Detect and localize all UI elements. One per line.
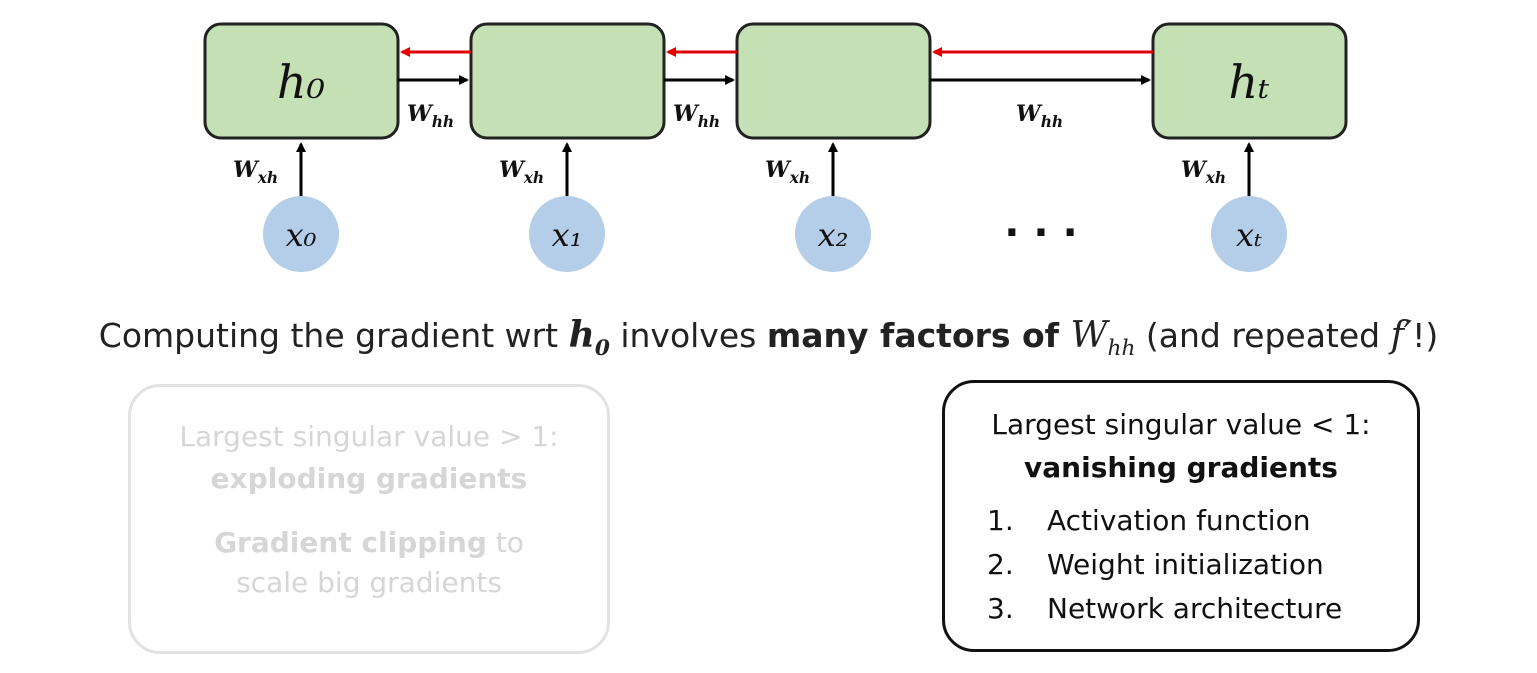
- rnn-unrolled-diagram: h₀ hₜ Whh Whh Whh Wxh Wxh Wxh Wxh x₀ x₁ …: [203, 22, 1348, 272]
- exploding-title: exploding gradients: [210, 462, 528, 495]
- caption-prefix: Computing the gradient wrt: [98, 316, 569, 355]
- input-node-1: [529, 196, 605, 272]
- input-label-t: xₜ: [1236, 216, 1262, 254]
- hidden-state-box-1: [469, 22, 666, 140]
- gradient-caption: Computing the gradient wrt h0 involves m…: [0, 300, 1537, 370]
- exploding-gradients-box: Largest singular value > 1: exploding gr…: [128, 384, 610, 654]
- wxh-label-t: Wxh: [1181, 157, 1226, 187]
- exploding-remedy-cont: scale big gradients: [236, 566, 502, 599]
- input-label-1: x₁: [552, 216, 583, 254]
- hidden-state-box-t: [1151, 22, 1348, 140]
- caption-suffix-pre: (and repeated: [1135, 316, 1391, 355]
- wxh-label-1: Wxh: [499, 157, 544, 187]
- whh-label-t: Whh: [1016, 101, 1063, 131]
- caption-suffix-post: !): [1412, 316, 1439, 355]
- input-label-2: x₂: [818, 216, 849, 254]
- ellipsis: · · ·: [1004, 210, 1077, 256]
- whh-label-1: Whh: [407, 101, 454, 131]
- wxh-label-2: Wxh: [765, 157, 810, 187]
- caption-h0: h0: [568, 314, 610, 362]
- vanishing-gradients-box: Largest singular value < 1: vanishing gr…: [942, 380, 1420, 652]
- hidden-state-label-t: hₜ: [1229, 55, 1270, 109]
- input-node-2: [795, 196, 871, 272]
- exploding-condition: Largest singular value > 1:: [179, 420, 559, 453]
- caption-bold: many factors of: [766, 316, 1071, 355]
- hidden-state-box-2: [735, 22, 932, 140]
- list-item: 1.Activation function: [987, 504, 1311, 537]
- list-item: 3.Network architecture: [987, 592, 1343, 625]
- whh-label-2: Whh: [673, 101, 720, 131]
- input-label-0: x₀: [286, 216, 317, 254]
- input-node-0: [263, 196, 339, 272]
- exploding-remedy: Gradient clipping to: [214, 526, 524, 559]
- vanishing-title: vanishing gradients: [1024, 451, 1338, 484]
- caption-middle: involves: [609, 316, 767, 355]
- list-item: 2.Weight initialization: [987, 548, 1324, 581]
- vanishing-condition: Largest singular value < 1:: [991, 408, 1371, 441]
- input-node-t: [1211, 196, 1287, 272]
- wxh-label-0: Wxh: [233, 157, 278, 187]
- hidden-state-label-0: h₀: [277, 55, 325, 109]
- caption-whh: Whh: [1070, 315, 1136, 362]
- caption-fprime: f′: [1390, 315, 1413, 356]
- vanishing-remedies-list: 1.Activation function 2.Weight initializ…: [945, 499, 1417, 631]
